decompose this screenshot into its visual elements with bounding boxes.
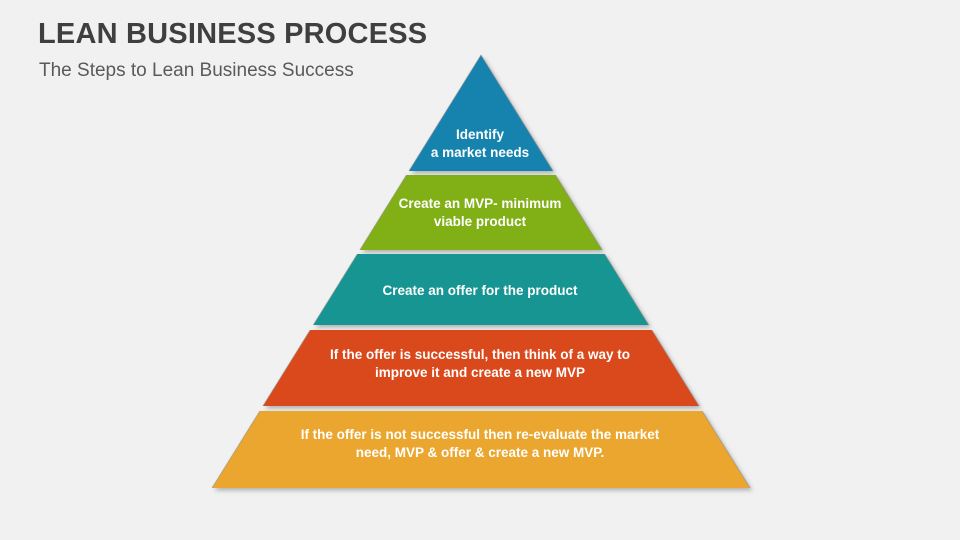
pyramid-tier-0[interactable] bbox=[408, 55, 554, 171]
pyramid-tier-1-right-edge bbox=[555, 174, 603, 251]
page-title: LEAN BUSINESS PROCESS bbox=[38, 18, 428, 50]
pyramid-tier-2[interactable] bbox=[313, 254, 649, 325]
pyramid-tier-4-right-edge bbox=[701, 410, 751, 489]
pyramid-tier-1[interactable] bbox=[359, 175, 603, 250]
pyramid-tier-3-right-edge bbox=[651, 329, 700, 407]
pyramid-tier-2-right-edge bbox=[604, 253, 650, 326]
pyramid-tier-0-left-edge bbox=[408, 54, 482, 172]
pyramid-tier-2-left-edge bbox=[312, 253, 358, 326]
pyramid-tier-3[interactable] bbox=[262, 330, 700, 406]
pyramid-tier-3-left-edge bbox=[262, 329, 311, 407]
pyramid-tier-0-right-edge bbox=[480, 54, 554, 172]
pyramid-tier-4-left-edge bbox=[211, 410, 261, 489]
pyramid-tier-4[interactable] bbox=[212, 411, 750, 488]
pyramid-tier-1-left-edge bbox=[359, 174, 407, 251]
pyramid-tiers bbox=[211, 54, 751, 489]
page-subtitle: The Steps to Lean Business Success bbox=[39, 60, 354, 81]
